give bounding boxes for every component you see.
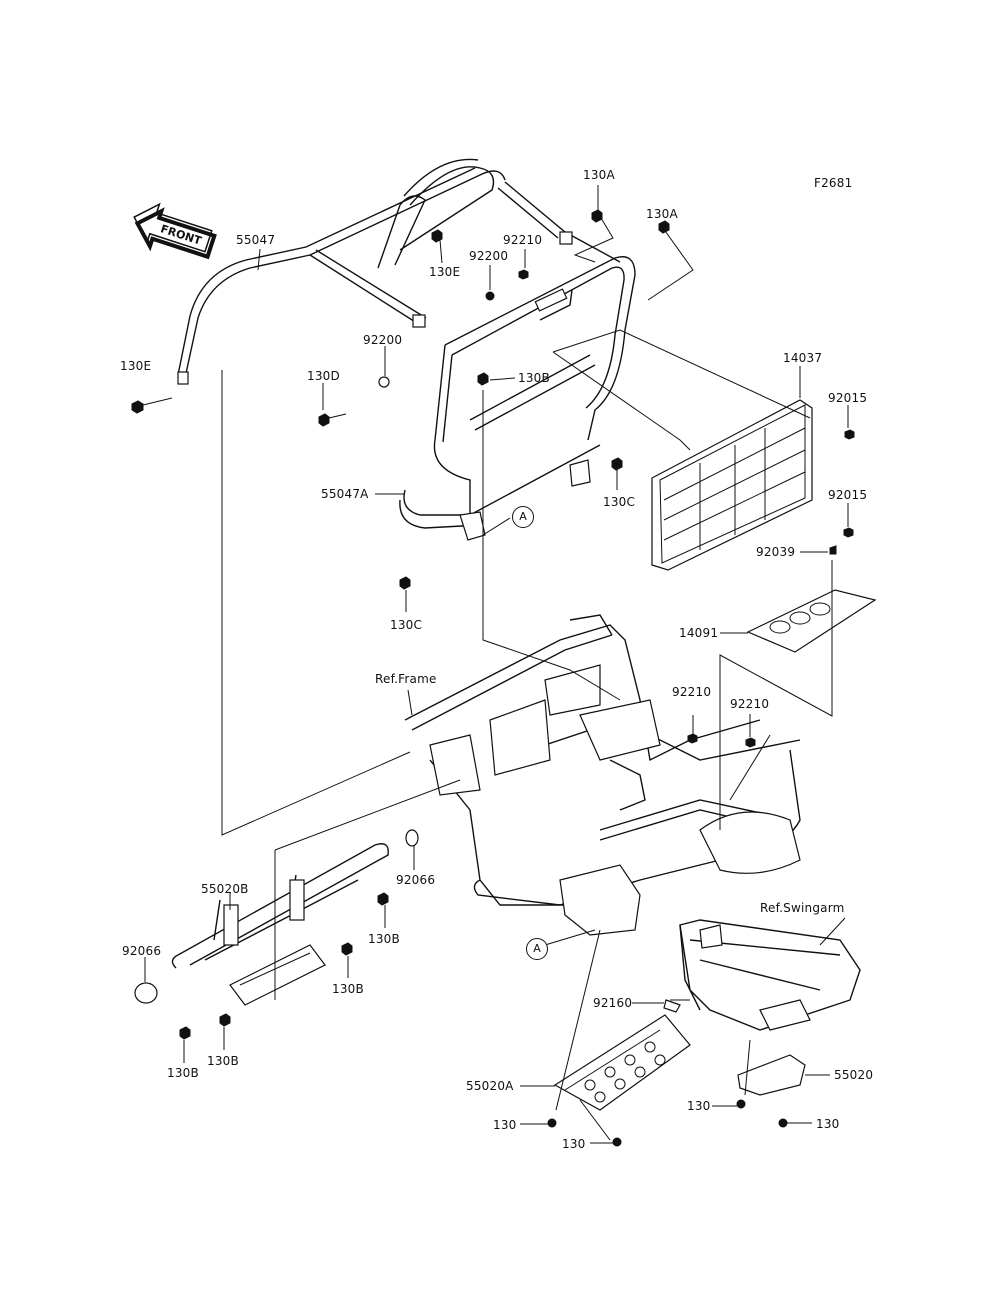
label-55047: 55047 xyxy=(236,233,276,247)
label-55020A: 55020A xyxy=(466,1079,514,1093)
label-92039: 92039 xyxy=(756,545,796,559)
label-130D: 130D xyxy=(307,369,340,383)
callout-a-top: A xyxy=(512,506,534,528)
label-130B-d: 130B xyxy=(207,1054,239,1068)
rear-frame-55047A xyxy=(399,256,636,541)
label-130A-right: 130A xyxy=(646,207,678,221)
label-92015-b: 92015 xyxy=(828,488,868,502)
label-130B-b: 130B xyxy=(332,982,364,996)
label-55047A: 55047A xyxy=(321,487,369,501)
front-bumper-55020B xyxy=(171,843,389,1006)
label-92210-right: 92210 xyxy=(730,697,770,711)
label-130B-a: 130B xyxy=(368,932,400,946)
label-130-a: 130 xyxy=(493,1118,517,1132)
label-92066-b: 92066 xyxy=(122,944,162,958)
callout-a-bottom: A xyxy=(526,938,548,960)
label-130C-right: 130C xyxy=(603,495,636,509)
label-130B-c: 130B xyxy=(167,1066,199,1080)
guard-92160 xyxy=(663,999,681,1013)
swingarm xyxy=(679,919,861,1031)
label-130E-top: 130E xyxy=(429,265,461,279)
label-130B-top: 130B xyxy=(518,371,550,385)
label-ref-swingarm: Ref.Swingarm xyxy=(760,901,845,915)
figure-code: F2681 xyxy=(814,176,853,190)
front-arrow-badge: FRONT xyxy=(133,202,217,260)
label-130E-left: 130E xyxy=(120,359,152,373)
label-92066-a: 92066 xyxy=(396,873,436,887)
main-frame xyxy=(404,614,801,936)
label-ref-frame: Ref.Frame xyxy=(375,672,437,686)
label-92200-top: 92200 xyxy=(469,249,509,263)
label-130-d: 130 xyxy=(816,1117,840,1131)
skid-plate-55020 xyxy=(737,1054,806,1096)
label-55020: 55020 xyxy=(834,1068,874,1082)
label-14091: 14091 xyxy=(679,626,719,640)
label-92160: 92160 xyxy=(593,996,633,1010)
fasteners xyxy=(131,209,855,1147)
carrier-14037 xyxy=(651,399,813,571)
plug-92066-top xyxy=(405,829,419,847)
roll-cage-55047 xyxy=(177,158,621,385)
label-130C-left: 130C xyxy=(390,618,423,632)
label-92210-mid: 92210 xyxy=(672,685,712,699)
label-130A-top: 130A xyxy=(583,168,615,182)
label-130-b: 130 xyxy=(562,1137,586,1151)
label-14037: 14037 xyxy=(783,351,823,365)
label-92015-a: 92015 xyxy=(828,391,868,405)
label-130-c: 130 xyxy=(687,1099,711,1113)
label-55020B: 55020B xyxy=(201,882,249,896)
skid-plate-55020A xyxy=(553,1014,691,1111)
plate-14091 xyxy=(746,589,877,653)
label-92210-top: 92210 xyxy=(503,233,543,247)
leader-lines xyxy=(144,185,849,1144)
label-92200-mid: 92200 xyxy=(363,333,403,347)
plug-92066-left xyxy=(134,982,158,1004)
